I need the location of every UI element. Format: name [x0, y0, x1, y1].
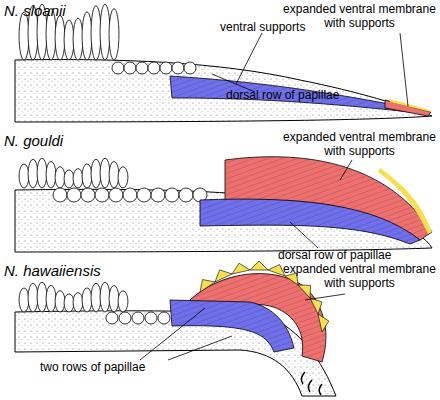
support-hatching	[170, 300, 294, 352]
lamella	[118, 291, 128, 312]
papilla	[172, 62, 184, 74]
lamella	[37, 282, 47, 312]
papilla	[112, 62, 124, 74]
papilla	[109, 188, 123, 202]
papilla	[151, 188, 165, 202]
membrane-spike	[215, 270, 232, 282]
membrane-spike	[318, 314, 329, 332]
part-label: expanded ventral membrane with supports	[282, 262, 437, 291]
membrane-spike	[298, 285, 311, 298]
lamella	[64, 170, 74, 188]
lamella	[82, 164, 92, 188]
papilla	[160, 62, 172, 74]
part-label: two rows of papillae	[40, 360, 190, 374]
papilla	[165, 188, 179, 202]
lamella	[91, 283, 101, 312]
papilla	[124, 62, 136, 74]
membrane-spike	[250, 261, 268, 270]
papilla	[81, 188, 95, 202]
papilla	[95, 188, 109, 202]
lamella	[100, 158, 110, 188]
papilla	[123, 188, 137, 202]
papilla	[137, 188, 151, 202]
papilla	[132, 312, 144, 324]
species-name: N. gouldi	[4, 132, 144, 150]
support-hatching	[170, 76, 420, 112]
lamella	[46, 161, 56, 188]
membrane-spike	[200, 280, 215, 292]
species-name: N. sloanii	[4, 2, 144, 20]
lamella	[73, 293, 83, 312]
lamella	[28, 283, 38, 312]
lamella	[19, 12, 29, 60]
membrane-spike	[268, 265, 285, 276]
papilla	[148, 62, 160, 74]
papilla	[158, 312, 170, 324]
lamella	[109, 9, 119, 60]
lamella	[64, 294, 74, 312]
lamella	[55, 291, 65, 312]
lamellae	[19, 282, 128, 312]
lamella	[64, 20, 74, 60]
ventral-supports	[170, 300, 294, 352]
ventral-supports	[170, 76, 420, 112]
support-hatching	[200, 199, 420, 244]
species-name: N. hawaiiensis	[4, 262, 164, 280]
lamella	[91, 159, 101, 188]
part-label: ventral supports	[220, 20, 330, 34]
lamella	[109, 162, 119, 188]
lamella	[100, 4, 110, 60]
lamella	[100, 282, 110, 312]
papilla	[53, 188, 67, 202]
lamella	[73, 169, 83, 188]
lamella	[55, 167, 65, 188]
papillae	[112, 62, 196, 74]
lamella	[109, 286, 119, 312]
papillae	[106, 312, 170, 324]
membrane-edge	[390, 99, 431, 112]
body-outline	[15, 60, 432, 122]
part-label: expanded ventral membrane with supports	[282, 130, 437, 159]
lamella	[37, 158, 47, 188]
lamella	[82, 288, 92, 312]
lamella	[82, 12, 92, 60]
lamellae	[19, 158, 128, 188]
papilla	[145, 312, 157, 324]
lamella	[118, 167, 128, 188]
lamella	[28, 159, 38, 188]
papilla	[136, 62, 148, 74]
membrane-spike	[232, 263, 250, 274]
papilla	[106, 312, 118, 324]
part-label: expanded ventral membrane with supports	[282, 2, 437, 31]
lamella	[19, 164, 29, 188]
tip-hooks	[301, 372, 322, 395]
lamella	[19, 288, 29, 312]
papillae	[53, 188, 207, 202]
membrane-spike	[310, 298, 322, 314]
papilla	[67, 188, 81, 202]
lamella	[46, 285, 56, 312]
papilla	[184, 62, 196, 74]
lamella	[91, 6, 101, 60]
papilla	[119, 312, 131, 324]
leader-lines	[140, 33, 408, 360]
part-label: dorsal row of papillae	[278, 248, 428, 262]
papilla	[179, 188, 193, 202]
part-label: dorsal row of papillae	[226, 88, 376, 102]
ventral-supports	[200, 199, 420, 244]
lamella	[55, 16, 65, 60]
lamella	[73, 18, 83, 60]
